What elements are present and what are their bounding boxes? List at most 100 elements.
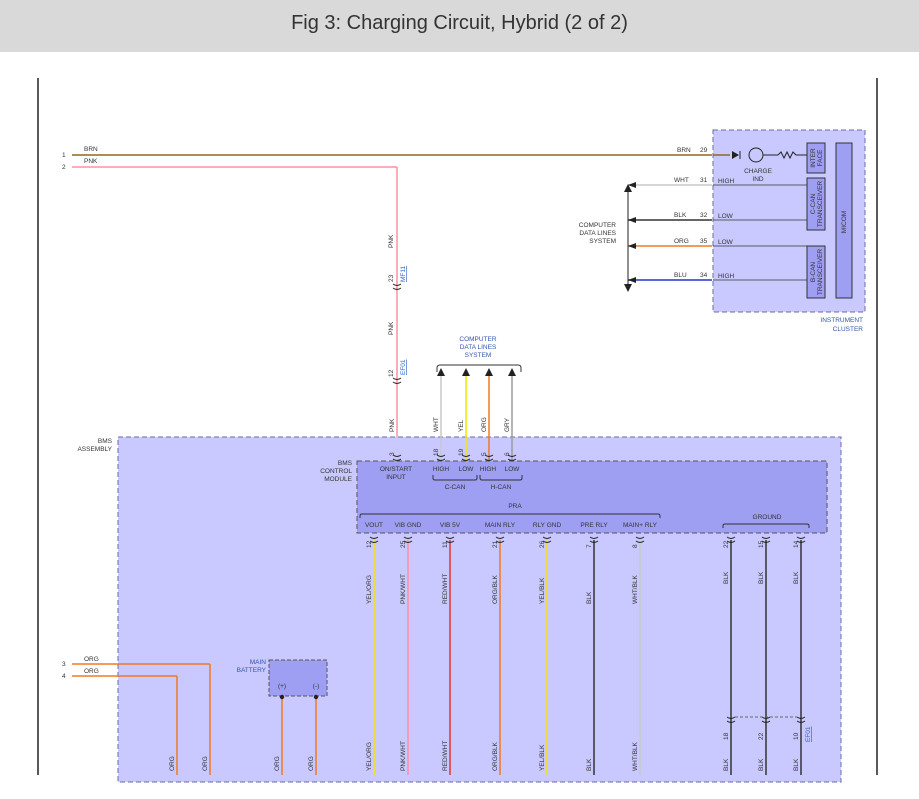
on-start-label-1: ON/START <box>380 466 412 473</box>
ground-lower-pin-10: 10 <box>793 732 800 740</box>
top-wire-color-6: GRY <box>504 417 511 432</box>
mid-data-lines-2: DATA LINES <box>460 344 497 351</box>
header-bar: Fig 3: Charging Circuit, Hybrid (2 of 2) <box>0 0 919 52</box>
cluster-level-31: HIGH <box>718 178 735 185</box>
mid-data-lines-1: COMPUTER <box>459 336 497 343</box>
top-wire-color-3: PNK <box>389 418 396 432</box>
ccan-label-1: C-CAN <box>810 193 817 214</box>
hcan-bracket <box>479 475 523 481</box>
cluster-data-lines-2: DATA LINES <box>579 230 616 237</box>
bcan-label-1: B-CAN <box>810 262 817 283</box>
module-pin-26: 26 <box>539 540 546 548</box>
pnk-label-1: PNK <box>388 234 395 248</box>
module-pin-21: 21 <box>492 540 499 548</box>
charge-ind-label-1: CHARGE <box>744 168 772 175</box>
ground-label: GROUND <box>753 514 782 521</box>
ground-pin-15: 15 <box>758 540 765 548</box>
data-arrow-6 <box>508 368 516 376</box>
micom-block <box>835 142 853 299</box>
ground-lower-pin-22: 22 <box>758 732 765 740</box>
cluster-data-lines-1: COMPUTER <box>579 222 617 229</box>
ground-wire-color-15: BLK <box>758 571 765 584</box>
ccan-label-2: TRANSCEIVER <box>817 181 824 228</box>
module-pin-label-8: MAIN+ RLY <box>623 522 658 529</box>
top-wire-color-5: ORG <box>481 417 488 432</box>
pin-1: 1 <box>62 152 66 159</box>
module-wire-color-21: ORG/BLK <box>492 574 499 604</box>
pra-label: PRA <box>508 503 522 510</box>
ground-pin-22: 22 <box>723 540 730 548</box>
ground-wire-color-lower-15: BLK <box>758 758 765 771</box>
hcan-label: H-CAN <box>491 484 512 491</box>
ccan-high: HIGH <box>433 466 450 473</box>
interface-block <box>806 142 826 174</box>
module-wire-color-lower-25: PNK/WHT <box>400 741 407 771</box>
mf11-pin: 23 <box>388 274 395 282</box>
module-wire-color-lower-21: ORG/BLK <box>492 741 499 771</box>
cluster-label-1: INSTRUMENT <box>820 317 863 324</box>
bcan-transceiver-block <box>806 245 826 299</box>
module-wire-color-26: YEL/BLK <box>539 577 546 604</box>
pin-2: 2 <box>62 164 66 171</box>
org-label-4: ORG <box>84 668 99 675</box>
module-pin-7: 7 <box>586 544 593 548</box>
ccan-bracket <box>432 475 478 481</box>
pra-bracket <box>359 513 661 518</box>
ground-pin-14: 14 <box>793 540 800 548</box>
mf11-connector: MF11 <box>400 265 407 282</box>
org-label-316: ORG <box>308 756 315 771</box>
module-pin-25: 25 <box>400 540 407 548</box>
figure-title: Fig 3: Charging Circuit, Hybrid (2 of 2) <box>291 12 628 34</box>
ccan-label: C-CAN <box>445 484 466 491</box>
top-pin-18: 18 <box>433 448 440 456</box>
ef01-connector: EF01 <box>400 359 407 375</box>
top-pin-6: 6 <box>504 452 511 456</box>
module-wire-color-7: BLK <box>586 591 593 604</box>
cluster-label-2: CLUSTER <box>833 326 864 333</box>
pin-3: 3 <box>62 661 66 668</box>
module-pin-label-25: VIB GND <box>395 522 422 529</box>
ccan-transceiver-block <box>806 177 826 231</box>
ef01-symbol <box>392 377 402 384</box>
ccan-low: LOW <box>459 466 475 473</box>
brn-label: BRN <box>84 146 98 153</box>
top-pin-3: 3 <box>389 452 396 456</box>
cluster-wire-color-31: WHT <box>674 177 689 184</box>
top-pin-5: 5 <box>481 452 488 456</box>
cluster-level-32: LOW <box>718 213 734 220</box>
pnk-label: PNK <box>84 158 98 165</box>
org-label-282: ORG <box>274 756 281 771</box>
module-wire-color-lower-7: BLK <box>586 758 593 771</box>
module-wire-color-12: YEL/ORG <box>366 575 373 604</box>
module-pin-label-21: MAIN RLY <box>485 522 516 529</box>
top-wire-color-18: WHT <box>433 417 440 432</box>
ground-wire-color-lower-14: BLK <box>793 758 800 771</box>
cluster-data-lines-3: SYSTEM <box>589 238 616 245</box>
module-wire-color-lower-8: WHT/BLK <box>632 741 639 771</box>
data-arrow-18 <box>437 368 445 376</box>
ef01-lower-connector: EF01 <box>805 726 812 742</box>
data-arrow-5 <box>485 368 493 376</box>
cluster-level-35: LOW <box>718 239 734 246</box>
battery-plus: (+) <box>278 683 286 690</box>
bms-assembly-label-2: ASSEMBLY <box>77 446 112 453</box>
module-pin-label-26: RLY GND <box>533 522 562 529</box>
bms-module-label-1: BMS <box>338 460 353 467</box>
module-pin-label-7: PRE RLY <box>580 522 608 529</box>
ef01-pin: 12 <box>388 369 395 377</box>
cluster-pin-35: 35 <box>700 238 708 245</box>
top-pin-19: 19 <box>458 448 465 456</box>
pnk-label-2: PNK <box>388 321 395 335</box>
bms-assembly-label-1: BMS <box>98 438 113 445</box>
ground-bracket <box>722 523 810 528</box>
bms-control-module <box>356 460 828 534</box>
module-pin-8: 8 <box>632 544 639 548</box>
mf11-symbol <box>392 283 402 290</box>
micom-label: MICOM <box>841 211 848 233</box>
org-label-3: ORG <box>84 656 99 663</box>
interface-label-1: INTER <box>810 148 817 168</box>
data-arrow-19 <box>462 368 470 376</box>
